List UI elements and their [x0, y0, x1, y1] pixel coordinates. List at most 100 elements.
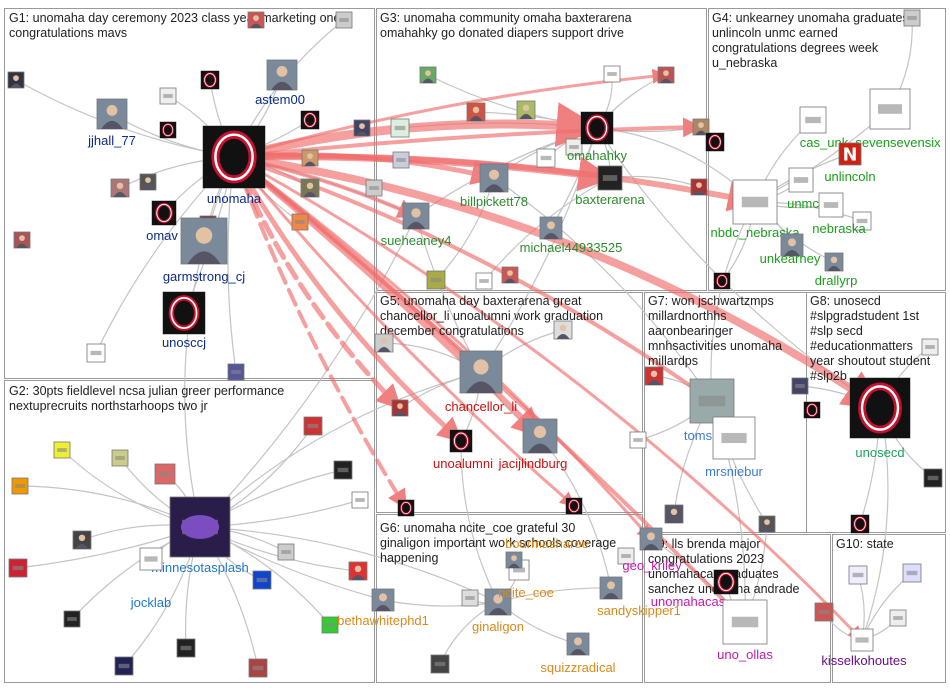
- node-omahahky[interactable]: omahahky: [567, 111, 627, 163]
- node-thumbnail[interactable]: [159, 121, 177, 139]
- node-sandyskipper1[interactable]: sandyskipper1: [597, 576, 681, 618]
- node-nebraska[interactable]: nebraska: [812, 192, 867, 236]
- node-thumbnail[interactable]: [7, 71, 25, 89]
- node-thumbnail[interactable]: [848, 565, 868, 585]
- node-unosccj[interactable]: unosccj: [162, 291, 206, 350]
- node-kisselkohoutes[interactable]: kisselkohoutes: [821, 628, 907, 668]
- node-bethawhitephd1[interactable]: bethawhitephd1: [337, 588, 429, 628]
- node-toms[interactable]: toms: [684, 378, 735, 443]
- node-thumbnail[interactable]: [565, 497, 583, 515]
- node-unmc[interactable]: unmc: [787, 167, 819, 211]
- node-thumbnail[interactable]: [475, 272, 493, 290]
- node-thumbnail[interactable]: [705, 132, 725, 152]
- node-thumbnail[interactable]: [814, 602, 834, 622]
- node-thumbnail[interactable]: [921, 338, 939, 356]
- node-chancellor-li[interactable]: chancellor_li: [445, 350, 517, 414]
- node-thumbnail[interactable]: [86, 343, 106, 363]
- node-thumbnail[interactable]: [902, 563, 922, 583]
- node-cas-unk[interactable]: cas_unk: [799, 106, 849, 150]
- node-thumbnail[interactable]: [536, 148, 556, 168]
- node-thumbnail[interactable]: [903, 9, 921, 27]
- node-michael44933525[interactable]: michael44933525: [520, 216, 623, 255]
- node-thumbnail[interactable]: [644, 366, 664, 386]
- node-thumbnail[interactable]: [200, 70, 220, 90]
- node-sevensevensix[interactable]: sevensevensix: [855, 88, 941, 150]
- node-thumbnail[interactable]: [159, 87, 177, 105]
- node-thumbnail[interactable]: [154, 463, 176, 485]
- node-thumbnail[interactable]: [351, 491, 369, 509]
- node-thumbnail[interactable]: [419, 66, 437, 84]
- node-thumbnail[interactable]: [277, 543, 295, 561]
- node-baxterarena[interactable]: baxterarena: [575, 165, 645, 207]
- node-thumbnail[interactable]: [348, 561, 368, 581]
- node-unoalumni[interactable]: unoalumni: [433, 429, 493, 471]
- node-bourmasharoe[interactable]: bourmasharoe: [505, 536, 589, 569]
- node-thumbnail[interactable]: [8, 558, 28, 578]
- node-thumbnail[interactable]: [300, 178, 320, 198]
- node-thumbnail[interactable]: [461, 589, 479, 607]
- node-thumbnail[interactable]: [300, 110, 320, 130]
- node-unosecd[interactable]: unosecd: [849, 377, 911, 460]
- node-thumbnail[interactable]: [617, 547, 635, 565]
- node-drallyrp[interactable]: drallyrp: [815, 252, 858, 288]
- node-uno-ollas[interactable]: uno_ollas: [717, 599, 773, 662]
- node-thumbnail[interactable]: [374, 333, 394, 353]
- node-thumbnail[interactable]: [248, 658, 268, 678]
- node-thumbnail[interactable]: [335, 11, 353, 29]
- node-thumbnail[interactable]: [392, 151, 410, 169]
- node-garmstrong-cj[interactable]: garmstrong_cj: [163, 217, 245, 284]
- node-squizzradical[interactable]: squizzradical: [540, 632, 616, 675]
- node-unkearney[interactable]: unkearney: [760, 233, 821, 266]
- node-thumbnail[interactable]: [11, 477, 29, 495]
- node-thumbnail[interactable]: [553, 320, 573, 340]
- node-thumbnail[interactable]: [692, 118, 710, 136]
- node-thumbnail[interactable]: [111, 449, 129, 467]
- node-ginaligon[interactable]: ginaligon: [472, 588, 524, 634]
- node-jacijlindburg[interactable]: jacijlindburg: [498, 418, 568, 471]
- node-thumbnail[interactable]: [466, 102, 486, 122]
- node-mrsniebur[interactable]: mrsniebur: [705, 416, 764, 479]
- node-thumbnail[interactable]: [390, 118, 410, 138]
- node-thumbnail[interactable]: [850, 514, 870, 534]
- node-thumbnail[interactable]: [13, 231, 31, 249]
- node-geo-kriley[interactable]: geo_kriley: [622, 527, 682, 573]
- node-thumbnail[interactable]: [889, 609, 907, 627]
- node-thumbnail[interactable]: [501, 266, 519, 284]
- node-thumbnail[interactable]: [63, 610, 81, 628]
- node-thumbnail[interactable]: [353, 119, 371, 137]
- node-unomahacas[interactable]: unomahacas: [651, 569, 739, 609]
- node-thumbnail[interactable]: [430, 654, 450, 674]
- node-thumbnail[interactable]: [365, 179, 383, 197]
- node-thumbnail[interactable]: [690, 178, 708, 196]
- node-nbdc-nebraska[interactable]: nbdc_nebraska: [711, 179, 801, 240]
- node-thumbnail[interactable]: [426, 270, 446, 290]
- node-thumbnail[interactable]: [53, 441, 71, 459]
- node-jocklab[interactable]: jocklab: [130, 547, 171, 610]
- node-thumbnail[interactable]: [227, 363, 245, 381]
- node-thumbnail[interactable]: [301, 149, 319, 167]
- node-thumbnail[interactable]: [391, 399, 409, 417]
- node-thumbnail[interactable]: [176, 638, 196, 658]
- node-thumbnail[interactable]: [791, 377, 809, 395]
- node-thumbnail[interactable]: [852, 211, 872, 231]
- node-sueheaney4[interactable]: sueheaney4: [381, 202, 452, 248]
- node-thumbnail[interactable]: [713, 272, 731, 290]
- node-thumbnail[interactable]: [333, 460, 353, 480]
- node-thumbnail[interactable]: [758, 515, 776, 533]
- node-thumbnail[interactable]: [252, 570, 272, 590]
- node-thumbnail[interactable]: [291, 213, 309, 231]
- node-thumbnail[interactable]: [664, 504, 684, 524]
- node-thumbnail[interactable]: [139, 173, 157, 191]
- node-jjhall-77[interactable]: jjhall_77: [87, 98, 136, 148]
- node-thumbnail[interactable]: [803, 401, 821, 419]
- node-thumbnail[interactable]: [657, 66, 675, 84]
- node-omav[interactable]: omav: [146, 200, 178, 243]
- node-thumbnail[interactable]: [247, 11, 265, 29]
- node-thumbnail[interactable]: [303, 416, 323, 436]
- node-thumbnail[interactable]: [629, 431, 647, 449]
- node-thumbnail[interactable]: [110, 178, 130, 198]
- node-unomaha[interactable]: unomaha: [202, 125, 266, 206]
- node-thumbnail[interactable]: [565, 138, 583, 156]
- node-thumbnail[interactable]: [114, 656, 134, 676]
